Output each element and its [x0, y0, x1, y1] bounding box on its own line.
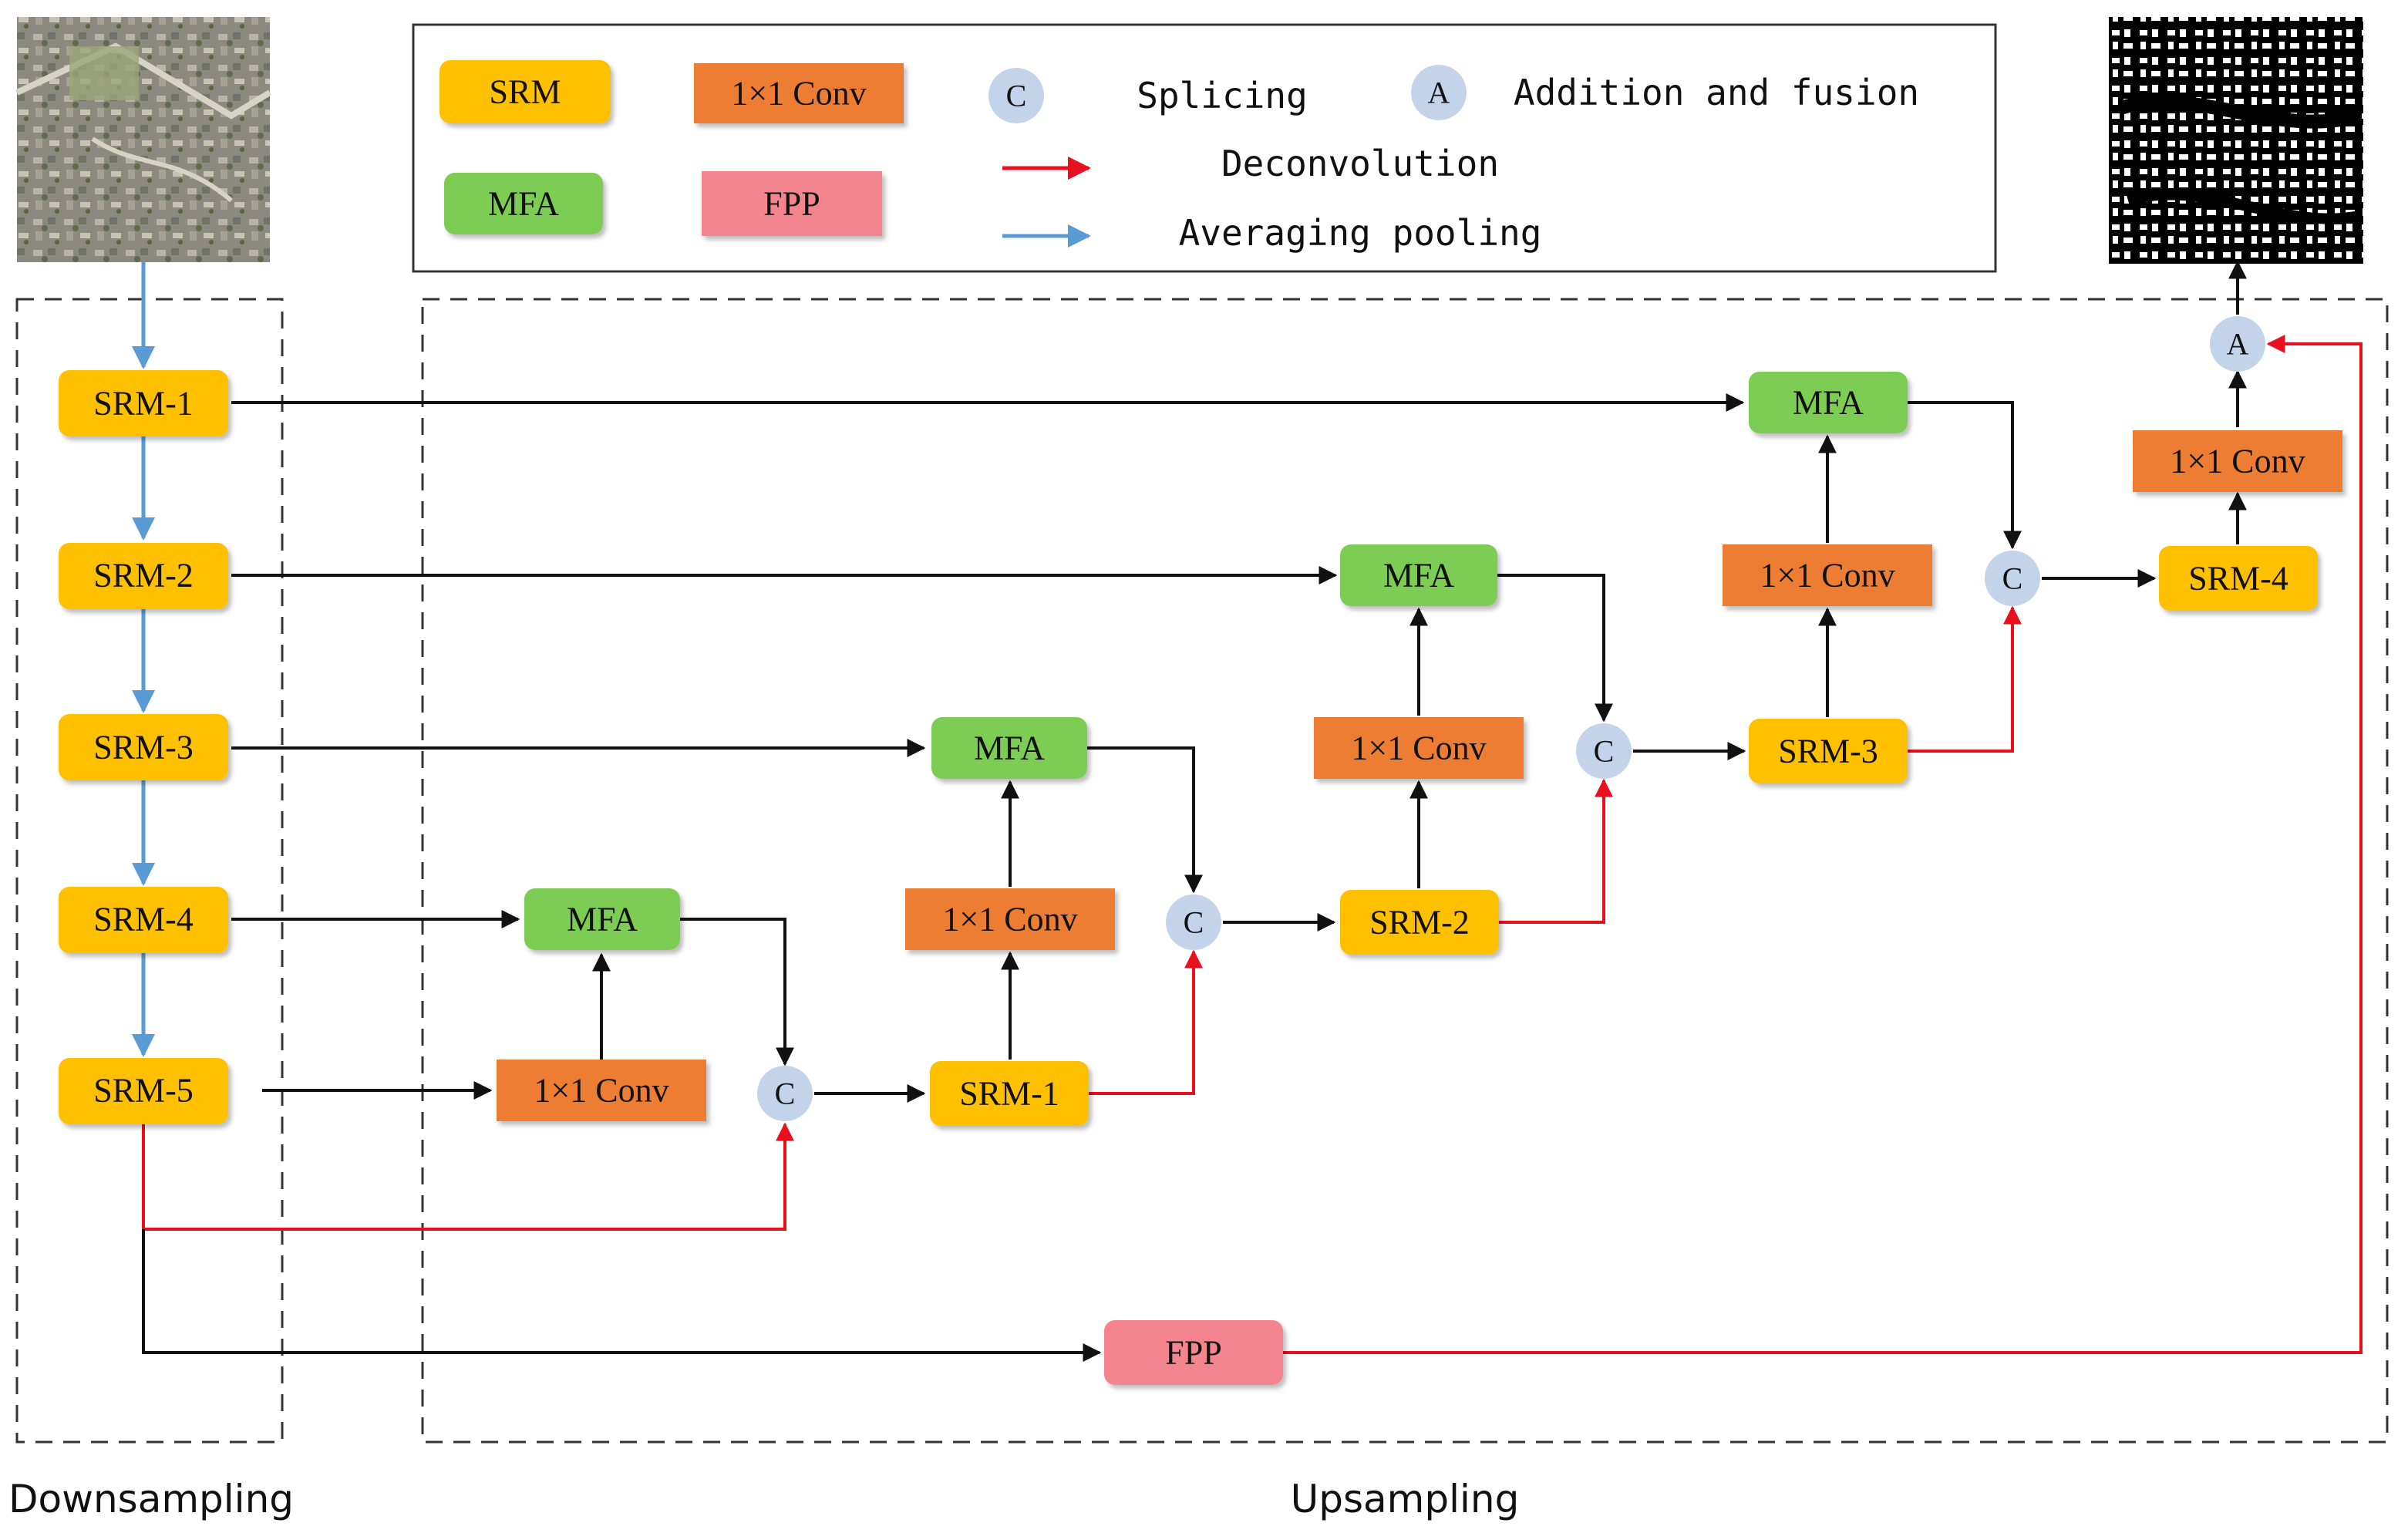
legend-addition-label: Addition and fusion — [1514, 72, 1919, 113]
decoder-srm-4: SRM-4 — [2159, 546, 2318, 611]
conv-stage-1: 1×1 Conv — [497, 1060, 706, 1121]
conv-stage-3-label: 1×1 Conv — [1351, 729, 1486, 767]
mfa-stage-4: MFA — [1749, 372, 1908, 433]
legend-pooling-label: Averaging pooling — [1179, 212, 1542, 254]
conv-stage-3: 1×1 Conv — [1314, 717, 1524, 779]
mfa2-to-splice2-arrow — [1087, 746, 1203, 894]
srm5-to-fpp-arrow — [142, 1229, 1102, 1362]
legend-mfa: MFA — [444, 173, 603, 234]
mfa-stage-2-label: MFA — [974, 729, 1045, 767]
legend-box — [412, 23, 1997, 273]
encoder-srm-4: SRM-4 — [59, 887, 228, 953]
mfa-stage-4-label: MFA — [1793, 384, 1864, 422]
mfa-stage-2: MFA — [931, 717, 1087, 779]
encoder-srm-1-label: SRM-1 — [93, 385, 194, 423]
output-segmentation-image — [2109, 17, 2363, 264]
addition-node: A — [2210, 316, 2265, 372]
mfa3-to-splice3-arrow — [1497, 574, 1613, 723]
splice-node-4: C — [1985, 551, 2040, 606]
deconv-srm2-to-splice3 — [1497, 778, 1613, 924]
deconv-srm1-to-splice2 — [1087, 949, 1203, 1095]
conv-stage-1-label: 1×1 Conv — [534, 1072, 669, 1110]
deconv-fpp-to-add — [1281, 335, 2363, 1354]
legend-fpp: FPP — [702, 171, 882, 236]
legend-splicing-label: Splicing — [1137, 75, 1308, 116]
legend-splicing-symbol: C — [1006, 79, 1027, 113]
splice-node-2: C — [1166, 895, 1221, 950]
splice-node-3: C — [1576, 723, 1632, 779]
mfa4-to-splice4-arrow — [1908, 401, 2022, 550]
encoder-srm-2: SRM-2 — [59, 543, 228, 609]
downsampling-region — [15, 298, 284, 1444]
mfa-stage-3: MFA — [1340, 544, 1497, 606]
upsampling-label: Upsampling — [1291, 1477, 1520, 1521]
mfa-stage-1: MFA — [524, 888, 680, 950]
conv-stage-4: 1×1 Conv — [1723, 544, 1932, 606]
legend-conv: 1×1 Conv — [694, 63, 904, 123]
fpp-block-label: FPP — [1165, 1334, 1221, 1372]
upsampling-region — [421, 298, 2389, 1444]
addition-node-label: A — [2227, 327, 2249, 362]
legend-fpp-label: FPP — [763, 185, 820, 223]
conv-stage-2-label: 1×1 Conv — [942, 901, 1077, 938]
downsampling-label: Downsampling — [8, 1477, 294, 1521]
decoder-srm-1-label: SRM-1 — [959, 1075, 1059, 1113]
splice-node-3-label: C — [1594, 734, 1615, 769]
mfa-stage-3-label: MFA — [1383, 557, 1454, 595]
encoder-srm-3: SRM-3 — [59, 714, 228, 780]
legend-deconvolution-label: Deconvolution — [1221, 143, 1499, 184]
decoder-srm-2-label: SRM-2 — [1369, 904, 1470, 942]
encoder-srm-4-label: SRM-4 — [93, 901, 194, 938]
legend-srm: SRM — [440, 60, 611, 123]
deconv-srm5-to-splice1 — [142, 1122, 794, 1231]
conv-final-label: 1×1 Conv — [2170, 443, 2305, 480]
splice-node-4-label: C — [2002, 561, 2023, 596]
legend-conv-label: 1×1 Conv — [731, 75, 866, 113]
conv-stage-4-label: 1×1 Conv — [1760, 557, 1894, 595]
splice-node-2-label: C — [1184, 905, 1204, 940]
decoder-srm-3: SRM-3 — [1749, 719, 1908, 783]
fpp-block: FPP — [1104, 1320, 1283, 1385]
decoder-srm-1: SRM-1 — [930, 1061, 1089, 1126]
conv-final: 1×1 Conv — [2133, 430, 2342, 492]
encoder-srm-1: SRM-1 — [59, 370, 228, 436]
mfa1-to-splice1-arrow — [679, 918, 794, 1066]
legend-addition-symbol: A — [1428, 76, 1450, 110]
legend-mfa-label: MFA — [488, 185, 559, 223]
encoder-srm-5-label: SRM-5 — [93, 1072, 194, 1110]
encoder-srm-5: SRM-5 — [59, 1058, 228, 1124]
input-aerial-image — [15, 17, 272, 262]
decoder-srm-4-label: SRM-4 — [2188, 560, 2288, 598]
conv-stage-2: 1×1 Conv — [905, 888, 1115, 950]
deconv-srm3-to-splice4 — [1908, 605, 2022, 753]
legend-addition-node: A — [1411, 65, 1467, 120]
splice-node-1-label: C — [775, 1076, 796, 1111]
encoder-srm-2-label: SRM-2 — [93, 557, 194, 595]
splice-node-1: C — [757, 1066, 813, 1121]
legend-srm-label: SRM — [490, 73, 561, 111]
decoder-srm-3-label: SRM-3 — [1778, 733, 1878, 770]
encoder-srm-3-label: SRM-3 — [93, 729, 194, 766]
legend-splicing-node: C — [988, 68, 1044, 123]
decoder-srm-2: SRM-2 — [1340, 890, 1499, 955]
mfa-stage-1-label: MFA — [567, 901, 638, 938]
